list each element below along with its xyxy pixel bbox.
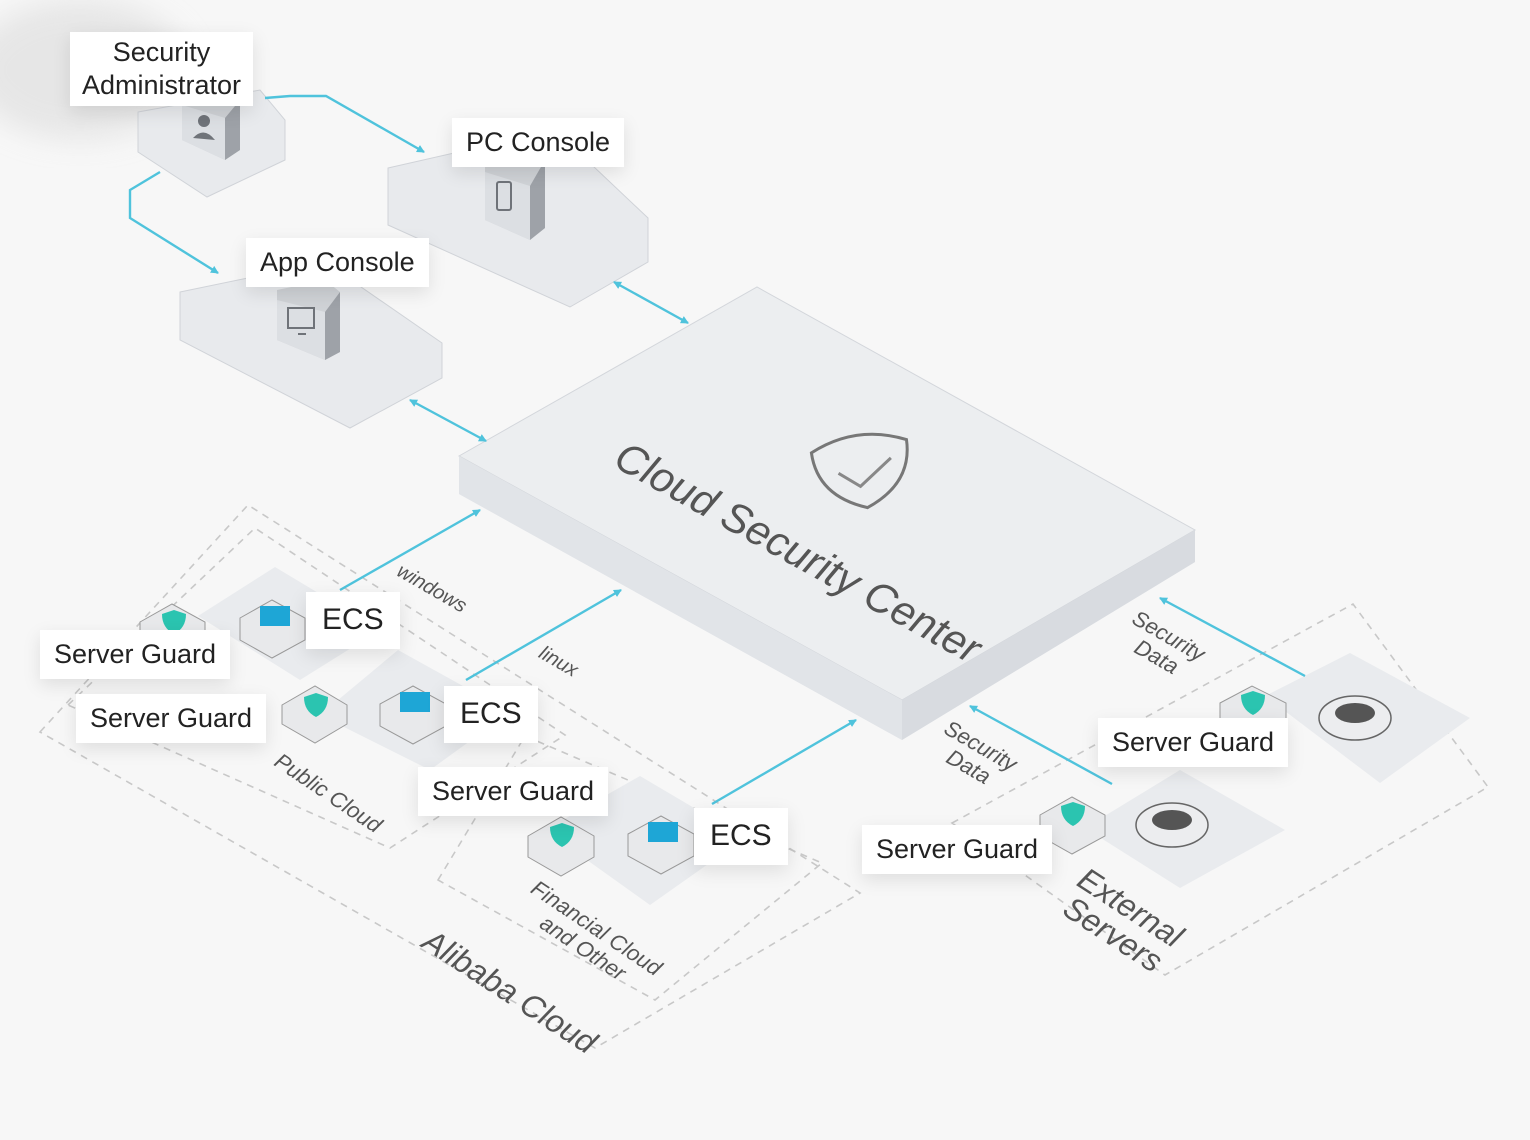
user-icon (182, 92, 240, 160)
server-guard-label-windows: Server Guard (40, 630, 231, 679)
arrow-financial (711, 718, 857, 806)
arrow-admin-to-app (128, 170, 219, 275)
server-guard-label-linux: Server Guard (76, 694, 267, 743)
shield-check-icon (809, 432, 909, 510)
disk-icon (1135, 802, 1209, 848)
arrow-external-upper (1159, 596, 1306, 678)
ecs-label-windows: ECS (306, 592, 400, 649)
app-console-label: App Console (246, 238, 429, 287)
server-icon (627, 815, 695, 875)
disk-icon (1318, 695, 1392, 741)
arrow-app-to-center (409, 398, 487, 443)
server-icon (379, 685, 447, 745)
server-icon (239, 599, 306, 659)
alibaba-cloud-outline (38, 503, 862, 1049)
arrow-linux (465, 588, 622, 682)
security-administrator-line2: Administrator (82, 69, 242, 100)
security-administrator-line1: Security (112, 37, 211, 67)
server-guard-label-external-lower: Server Guard (862, 825, 1053, 874)
public-cloud-outline (66, 526, 567, 849)
external-servers-outline (950, 602, 1490, 976)
arrow-admin-to-pc (264, 94, 425, 154)
pc-console-label: PC Console (452, 118, 625, 167)
ecs-label-financial: ECS (694, 808, 788, 865)
shield-icon (281, 685, 348, 744)
server-guard-label-external-upper: Server Guard (1098, 718, 1289, 767)
arrow-windows (339, 508, 481, 592)
arrow-external-lower (969, 704, 1113, 786)
ecs-label-linux: ECS (444, 686, 538, 743)
monitor-icon (277, 280, 340, 360)
security-administrator-label: Security Administrator (70, 32, 254, 106)
mobile-icon (485, 148, 545, 240)
shield-icon (527, 816, 595, 877)
connector-arrows (128, 94, 1306, 806)
server-guard-label-financial: Server Guard (418, 767, 609, 816)
security-center-platform (457, 286, 1197, 740)
arrow-pc-to-center (613, 280, 689, 325)
